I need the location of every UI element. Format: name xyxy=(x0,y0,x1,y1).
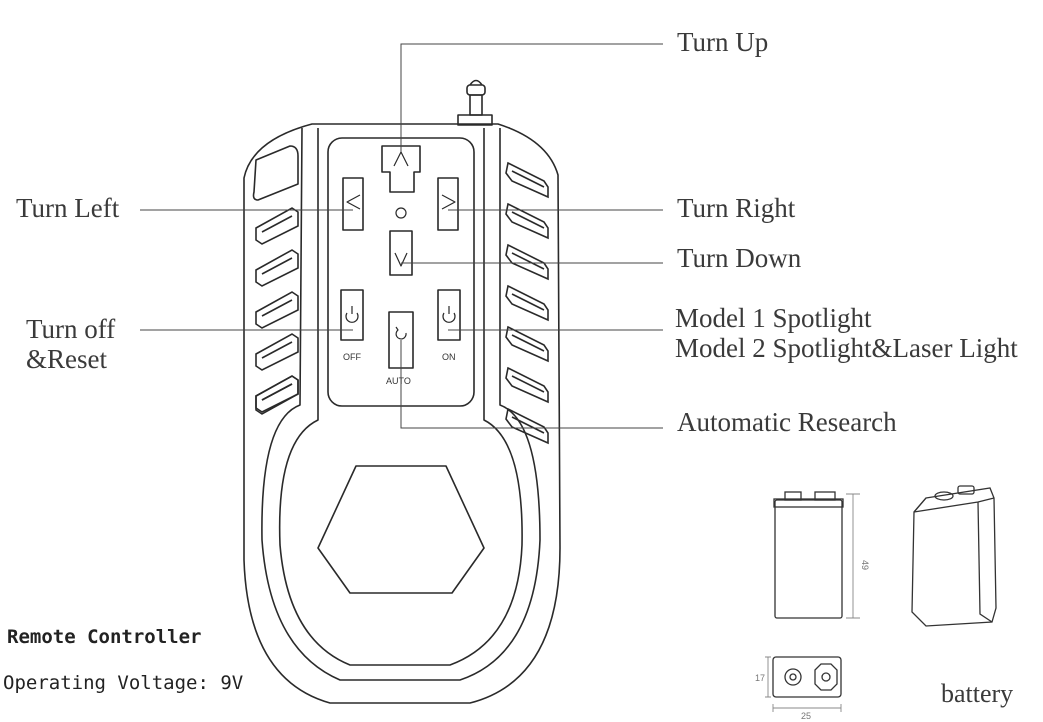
leader-automatic xyxy=(400,340,663,429)
grip-slot xyxy=(505,243,549,281)
left-button[interactable] xyxy=(342,177,364,231)
turn-down-label: Turn Down xyxy=(677,243,802,273)
model-1-label: Model 1 Spotlight xyxy=(675,303,872,333)
hexagon-emblem xyxy=(317,465,485,594)
on-button[interactable] xyxy=(437,289,461,341)
power-off-icon xyxy=(345,306,359,323)
grip-slot xyxy=(505,202,549,240)
remote-body-outline xyxy=(243,123,561,704)
specs-title: Remote Controller xyxy=(7,626,202,648)
battery-width-dim: 25 xyxy=(801,711,811,721)
automatic-research-label: Automatic Research xyxy=(677,407,897,437)
grip-slot xyxy=(255,375,299,415)
up-button[interactable] xyxy=(381,145,421,193)
grip-slot xyxy=(255,291,299,329)
auto-label: AUTO xyxy=(386,376,411,386)
battery-label: battery xyxy=(941,679,1014,708)
arrow-down-icon xyxy=(394,252,408,267)
on-label: ON xyxy=(442,352,456,362)
battery-thickness-dim: 17 xyxy=(755,673,765,683)
turn-left-label: Turn Left xyxy=(16,193,120,223)
remote-body-contour xyxy=(261,127,541,681)
turn-right-label: Turn Right xyxy=(677,193,796,223)
arrow-left-icon xyxy=(346,194,361,210)
off-button[interactable] xyxy=(340,289,364,341)
grip-slot xyxy=(505,284,549,322)
indicator-light xyxy=(395,207,407,219)
grip-slot xyxy=(505,161,549,199)
left-grip xyxy=(255,207,299,415)
operating-voltage: Operating Voltage: 9V xyxy=(3,672,244,694)
model-2-label: Model 2 Spotlight&Laser Light xyxy=(675,333,1018,363)
right-grip xyxy=(505,161,549,445)
grip-slot xyxy=(505,407,549,445)
battery-positive-terminal xyxy=(784,668,802,686)
battery-top-view xyxy=(765,656,842,712)
right-button[interactable] xyxy=(437,177,459,231)
turn-up-label: Turn Up xyxy=(677,27,769,57)
grip-slot xyxy=(505,325,549,363)
battery-front-view xyxy=(773,491,860,619)
leader-lines xyxy=(140,43,663,429)
down-button[interactable] xyxy=(389,230,413,276)
grip-slot xyxy=(255,333,299,371)
leader-turn-up xyxy=(400,43,663,152)
off-label: OFF xyxy=(343,352,361,362)
arrow-up-icon xyxy=(393,151,409,167)
battery-negative-terminal xyxy=(814,663,838,691)
grip-slot xyxy=(255,249,299,287)
reset-label: &Reset xyxy=(26,344,107,374)
battery-height-dim: 49 xyxy=(860,560,870,570)
grip-slot xyxy=(505,366,549,404)
remote-inner-contour xyxy=(278,128,523,666)
antenna xyxy=(457,79,493,126)
top-left-window xyxy=(252,145,299,201)
battery-3d-view xyxy=(911,485,997,627)
rotate-icon xyxy=(395,326,407,340)
turn-off-label: Turn off xyxy=(26,314,116,344)
arrow-right-icon xyxy=(441,194,456,210)
power-on-icon xyxy=(442,306,456,323)
grip-slot xyxy=(255,375,299,413)
grip-slot xyxy=(255,207,299,245)
